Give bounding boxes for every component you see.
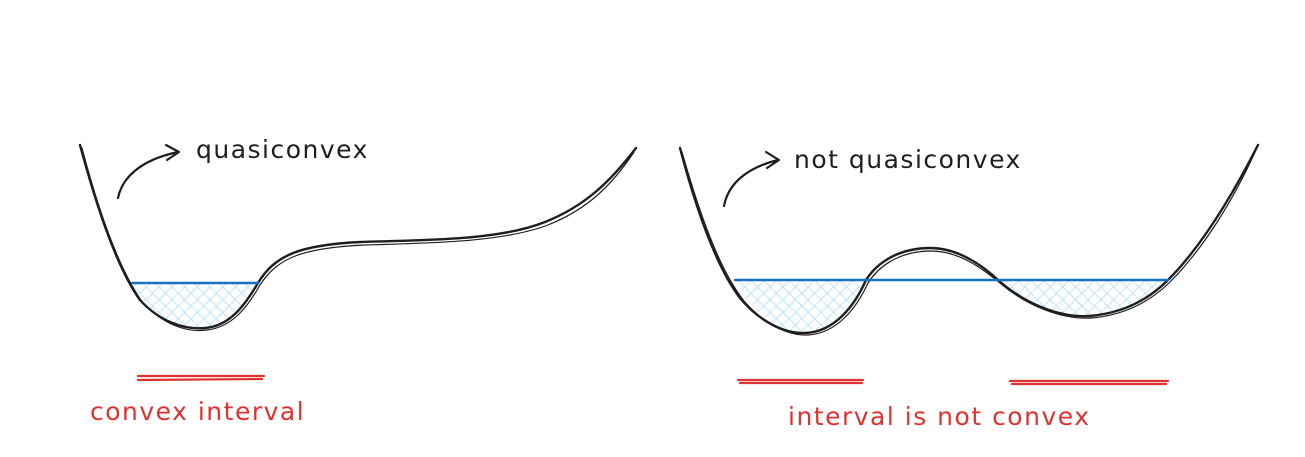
not-quasiconvex-curve [678, 143, 1260, 335]
curved-arrow-icon [116, 150, 180, 200]
arrowhead-icon [764, 150, 781, 170]
left-sublevel-region [132, 283, 258, 328]
right-caption: not quasiconvex [794, 145, 1022, 174]
left-interval-label: convex interval [90, 397, 305, 426]
quasiconvex-curve-sketch [81, 147, 635, 332]
not-quasiconvex-curve-sketch [681, 149, 1257, 336]
right-panel: not quasiconvex interval is not convex [678, 143, 1260, 431]
left-interval-sketch [136, 377, 264, 382]
left-panel: quasiconvex convex interval [78, 135, 638, 426]
quasiconvex-curve [78, 143, 638, 330]
curved-arrow-icon [722, 158, 780, 208]
arrowhead-icon [164, 143, 181, 162]
left-caption: quasiconvex [196, 135, 369, 164]
right-interval-label: interval is not convex [788, 402, 1090, 431]
right-sublevel-region-1 [735, 280, 866, 333]
